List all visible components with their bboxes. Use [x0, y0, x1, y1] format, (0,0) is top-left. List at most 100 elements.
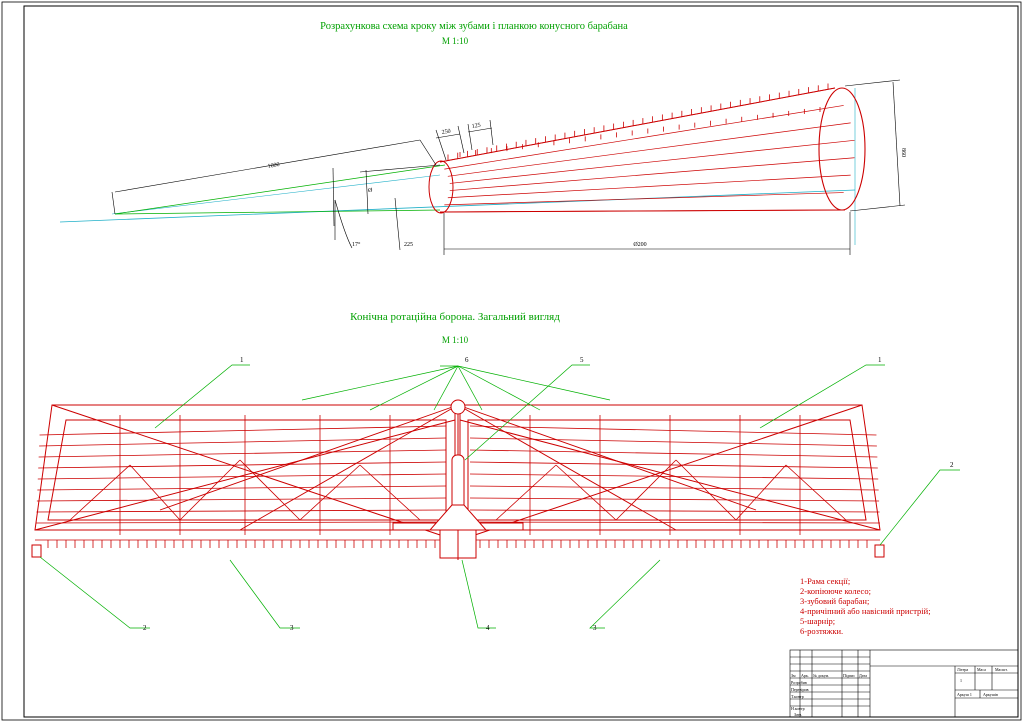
- label-frame-left: 1: [240, 356, 244, 364]
- right-slat: [469, 521, 881, 524]
- dim-step-250: 250: [441, 129, 451, 136]
- tb-right-header: Літера: [957, 667, 968, 672]
- right-slat: [469, 497, 880, 502]
- cone-slat: [447, 122, 851, 177]
- cone-slat: [449, 139, 855, 184]
- right-slat: [469, 449, 878, 458]
- right-brace: [495, 464, 557, 521]
- left-slat: [39, 425, 447, 436]
- copying-wheel-right: [874, 544, 885, 558]
- tb-header: Підпис: [843, 673, 855, 678]
- left-brace: [179, 459, 241, 521]
- tb-row-label: Розробив: [791, 680, 807, 685]
- top-view-scale: М 1:10: [442, 36, 469, 46]
- cone-slat: [444, 192, 844, 206]
- cone-slat: [449, 157, 855, 191]
- cone-small-end: [428, 160, 454, 214]
- tb-header: № докум.: [813, 673, 829, 678]
- left-slat: [37, 485, 447, 491]
- left-brace: [69, 464, 131, 521]
- dim-small-diameter: Ø: [368, 188, 373, 194]
- inner-frame: [23, 5, 1019, 718]
- cone-slat: [444, 105, 844, 170]
- dim-big-diameter: 860: [900, 148, 906, 157]
- parts-legend: 1-Рама секції; 2-копіююче колесо; 3-зубо…: [800, 576, 931, 636]
- right-brace: [555, 464, 617, 521]
- left-brace: [239, 459, 301, 521]
- left-slat: [36, 509, 447, 513]
- right-slat: [469, 425, 877, 436]
- left-slat: [35, 521, 447, 524]
- tb-mass-value: 1: [960, 678, 962, 683]
- label-drum-right: 3: [593, 624, 597, 632]
- title-block: [789, 649, 1019, 718]
- top-view-title: Розрахункова схема кроку між зубами і пл…: [320, 21, 628, 32]
- left-section-slats: [35, 415, 447, 535]
- legend-item: 4-причіпний або навісний пристрій;: [800, 606, 931, 616]
- cone-slat: [439, 209, 836, 213]
- tb-right-header: Маса: [977, 667, 986, 672]
- tb-row-label: Т.контр: [791, 694, 804, 699]
- cone-axis-line: [59, 189, 856, 223]
- left-brace: [359, 464, 421, 521]
- left-slat: [37, 473, 447, 480]
- label-frame-right: 1: [878, 356, 882, 364]
- bottom-view-title: Конічна ротаційна борона. Загальний вигл…: [350, 311, 560, 323]
- right-brace: [785, 464, 847, 521]
- dim-length: Ø200: [633, 242, 646, 248]
- top-view-drawing: Розрахункова схема кроку між зубами і пл…: [59, 21, 906, 255]
- dim-offset: 225: [404, 242, 413, 248]
- legend-item: 1-Рама секції;: [800, 576, 850, 586]
- dim-angle: 17°: [352, 241, 361, 248]
- left-slat: [36, 497, 447, 502]
- bottom-view-drawing: Конічна ротаційна борона. Загальний вигл…: [31, 311, 960, 632]
- tb-row-label: Затв.: [794, 712, 802, 717]
- bottom-view-scale: М 1:10: [442, 335, 469, 345]
- title-block-text: Зм Арк. № докум. Підпис Дата Розробив Пе…: [791, 667, 1008, 717]
- cone-big-end: [818, 87, 866, 211]
- tb-header: Зм: [791, 673, 796, 678]
- leader-lines: [39, 364, 960, 629]
- tb-header: Дата: [859, 673, 867, 678]
- tb-row-label: Н.контр: [791, 706, 805, 711]
- left-brace: [129, 464, 181, 521]
- right-slat: [469, 461, 878, 469]
- hitch-device: [392, 399, 524, 560]
- label-wheel-left: 2: [143, 624, 147, 632]
- legend-item: 6-розтяжки.: [800, 626, 843, 636]
- dim-step-125: 125: [471, 123, 481, 130]
- legend-item: 5-шарнір;: [800, 616, 835, 626]
- right-slat: [469, 509, 880, 513]
- tb-right-header: Масшт.: [995, 667, 1008, 672]
- cone-axis-line-2: [111, 174, 441, 215]
- legend-item: 3-зубовий барабан;: [800, 596, 869, 606]
- label-wheel-right: 2: [950, 461, 954, 469]
- right-slat: [469, 473, 879, 480]
- right-slat: [469, 437, 877, 447]
- label-hitch: 4: [486, 624, 490, 632]
- cone-slats: [439, 87, 855, 213]
- dim-slant-1000: 1000: [267, 162, 280, 170]
- left-slat: [39, 437, 447, 447]
- right-brace: [615, 459, 677, 521]
- right-brace: [675, 459, 737, 521]
- left-slat: [38, 449, 447, 458]
- cone-slat: [447, 174, 851, 199]
- tb-header: Арк.: [801, 673, 809, 678]
- left-slat: [38, 461, 447, 469]
- harrow-teeth-row: [35, 539, 880, 548]
- tb-sheet: Аркуш 1: [957, 692, 972, 697]
- cone-teeth: [447, 83, 829, 161]
- apex-line-upper: [114, 164, 446, 215]
- legend-item: 2-копіююче колесо;: [800, 586, 871, 596]
- label-drum-left: 3: [290, 624, 294, 632]
- tb-row-label: Перевірив: [791, 687, 809, 692]
- right-slat: [469, 485, 879, 491]
- left-brace: [299, 464, 361, 521]
- right-brace: [735, 464, 787, 521]
- copying-wheel-left: [31, 544, 42, 558]
- tb-sheets: Аркушів: [983, 692, 998, 697]
- apex-line-lower: [114, 209, 441, 215]
